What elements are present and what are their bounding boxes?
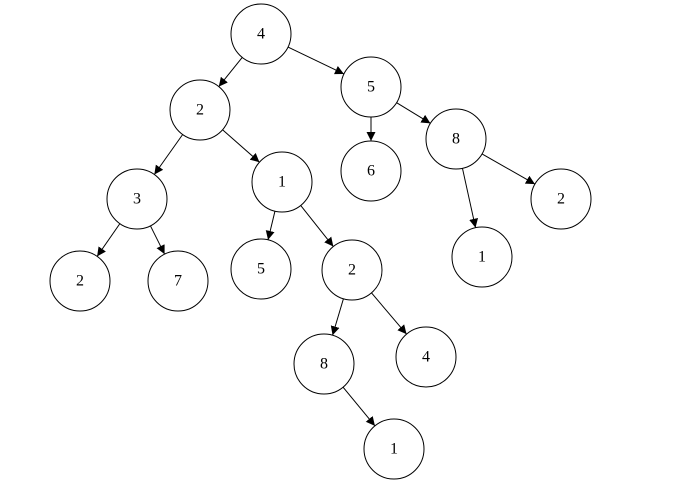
node-circle	[363, 418, 425, 480]
edge-arrow	[371, 292, 407, 335]
node-label: 4	[422, 349, 430, 366]
edge-arrow	[265, 211, 276, 240]
node-circle	[230, 238, 292, 300]
node-circle	[530, 168, 592, 230]
node-label: 2	[348, 262, 356, 279]
tree-node: 2	[530, 168, 592, 230]
edge-arrow	[330, 298, 344, 336]
edge-arrow	[396, 102, 431, 124]
node-circle	[106, 168, 168, 230]
node-label: 7	[174, 273, 182, 290]
edge-arrow	[149, 225, 166, 255]
edge-arrow	[96, 223, 121, 257]
node-label: 6	[367, 163, 375, 180]
edge-arrow	[461, 168, 479, 228]
node-label: 2	[196, 102, 204, 119]
edge-arrow	[287, 46, 345, 75]
node-circle	[230, 3, 292, 65]
node-circle	[251, 151, 313, 213]
tree-node: 2	[169, 79, 231, 141]
edge-arrow	[300, 205, 334, 247]
node-label: 5	[257, 261, 265, 278]
node-circle	[321, 239, 383, 301]
node-circle	[340, 56, 402, 118]
node-circle	[169, 79, 231, 141]
node-label: 3	[133, 191, 141, 208]
node-circle	[49, 250, 111, 312]
edge-arrow	[218, 57, 243, 87]
edge-arrow	[222, 129, 260, 163]
edge-arrow	[481, 153, 536, 185]
tree-node: 5	[230, 238, 292, 300]
edges-layer	[96, 46, 536, 427]
node-label: 1	[390, 441, 398, 458]
tree-node: 2	[49, 250, 111, 312]
edge-arrow	[342, 386, 376, 427]
node-circle	[395, 326, 457, 388]
node-label: 2	[76, 273, 84, 290]
node-label: 2	[557, 191, 565, 208]
node-label: 1	[478, 249, 486, 266]
tree-node: 3	[106, 168, 168, 230]
tree-node: 1	[451, 226, 513, 288]
tree-node: 2	[321, 239, 383, 301]
tree-node: 4	[395, 326, 457, 388]
node-circle	[340, 140, 402, 202]
node-circle	[293, 333, 355, 395]
node-label: 8	[320, 356, 328, 373]
node-label: 5	[367, 79, 375, 96]
node-label: 1	[278, 174, 286, 191]
tree-node: 8	[425, 108, 487, 170]
tree-node: 8	[293, 333, 355, 395]
tree-node: 1	[251, 151, 313, 213]
node-circle	[147, 250, 209, 312]
node-circle	[451, 226, 513, 288]
tree-node: 4	[230, 3, 292, 65]
node-circle	[425, 108, 487, 170]
tree-node: 6	[340, 140, 402, 202]
tree-node: 1	[363, 418, 425, 480]
tree-node: 7	[147, 250, 209, 312]
tree-node: 5	[340, 56, 402, 118]
edge-arrow	[153, 134, 184, 175]
node-label: 4	[257, 26, 265, 43]
node-label: 8	[452, 131, 460, 148]
